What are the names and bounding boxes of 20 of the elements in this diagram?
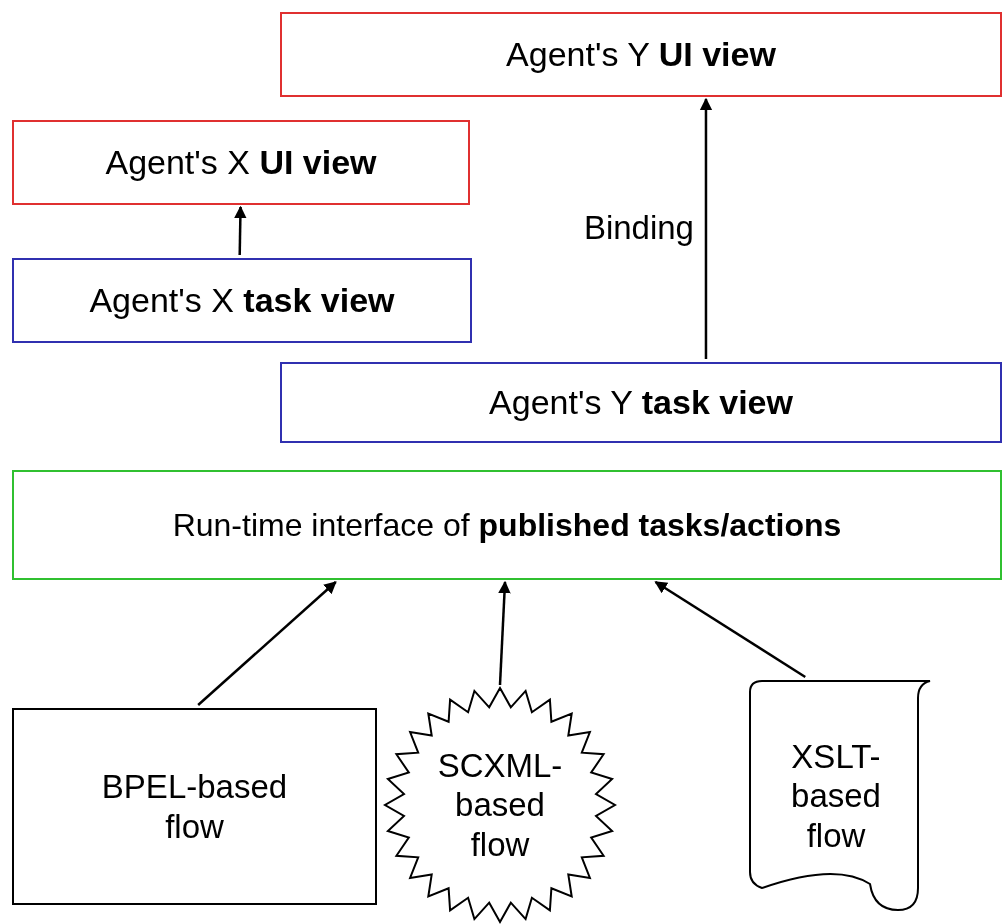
process-box: [12, 120, 470, 205]
node-label: Agent's Y UI view: [506, 34, 776, 75]
arrow: [699, 97, 713, 359]
node-label: BPEL-based flow: [100, 766, 289, 847]
starburst-node: [385, 688, 615, 922]
process-box: [280, 362, 1002, 443]
node-label: XSLT-based flow: [790, 736, 882, 856]
node-label: Agent's Y task view: [489, 382, 793, 423]
process-box: [12, 258, 472, 343]
arrow: [498, 580, 511, 686]
arrow: [654, 580, 806, 679]
node-label: Run-time interface of published tasks/actions: [172, 505, 842, 545]
process-box: [12, 470, 1002, 580]
node-label: SCXML-based flow: [436, 745, 564, 865]
node-label: Agent's X task view: [89, 280, 395, 321]
arrow: [234, 205, 247, 256]
node-label: Agent's X UI view: [105, 142, 377, 183]
process-box: [280, 12, 1002, 97]
process-box: [12, 708, 377, 905]
arrow: [197, 581, 337, 706]
